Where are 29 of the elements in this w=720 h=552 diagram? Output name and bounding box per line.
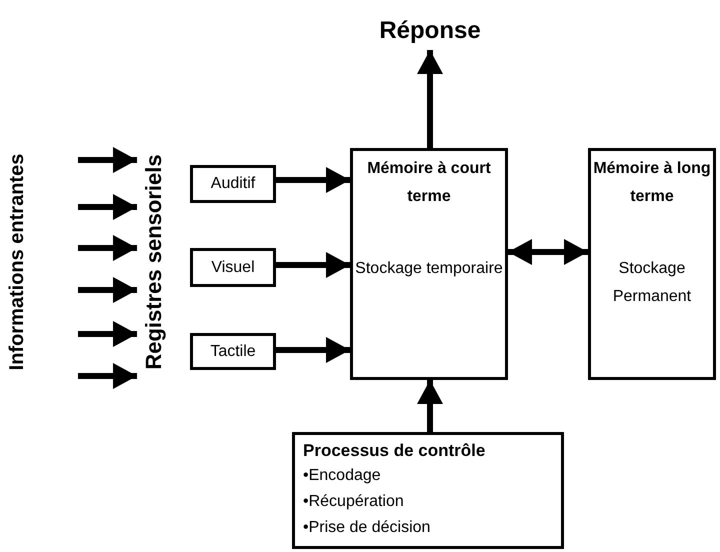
box-heading: Mémoire à court terme — [366, 159, 492, 207]
box-text: Stockage Permanent — [612, 259, 692, 307]
memory-box — [350, 148, 508, 380]
arrow — [276, 252, 350, 278]
vertical-label: Informations entrantes — [4, 152, 28, 372]
box-heading: Processus de contrôle — [303, 441, 486, 461]
arrow — [78, 363, 137, 389]
arrow — [417, 50, 443, 148]
process-box — [292, 432, 564, 549]
arrow — [78, 277, 137, 303]
output-label: Réponse — [355, 12, 505, 50]
box-text: Stockage temporaire — [354, 259, 504, 279]
arrow — [78, 321, 137, 347]
memory-box — [588, 148, 716, 380]
arrow — [78, 194, 137, 220]
box-heading: Mémoire à long terme — [592, 159, 712, 207]
list-item: •Prise de décision — [303, 519, 430, 537]
register-box: Auditif — [190, 165, 276, 203]
register-box: Visuel — [190, 248, 276, 287]
register-box: Tactile — [190, 333, 276, 370]
vertical-label: Registres sensoriels — [137, 117, 171, 407]
list-item: •Encodage — [303, 467, 381, 485]
arrow — [276, 337, 350, 363]
arrow — [78, 235, 137, 261]
arrow — [276, 167, 350, 193]
arrow — [508, 239, 588, 265]
arrow — [417, 380, 443, 432]
arrow — [78, 147, 137, 173]
list-item: •Récupération — [303, 493, 404, 511]
